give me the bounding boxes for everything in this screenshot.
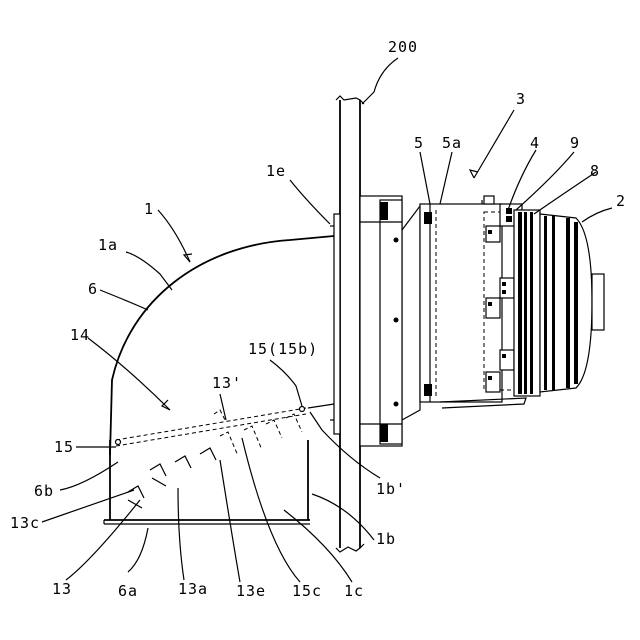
label-part15c: 15c [292,582,322,600]
label-plate: 14 [70,326,90,344]
label-duct-upper: 1a [98,236,118,254]
label-part9: 9 [570,134,580,152]
label-part13c: 13c [10,514,40,532]
label-part1bprime: 1b' [376,480,406,498]
label-chamber: 6 [88,280,98,298]
flange [330,214,340,434]
label-assembly: 3 [516,90,526,108]
label-part5a: 5a [442,134,462,152]
label-part15: 15 [54,438,74,456]
label-part1b: 1b [376,530,396,548]
label-duct: 1 [144,200,154,218]
label-part5: 5 [414,134,424,152]
label-flange: 1e [266,162,286,180]
label-part8: 8 [590,162,600,180]
label-part6b: 6b [34,482,54,500]
fan-housing [360,196,526,446]
label-part1c: 1c [344,582,364,600]
label-motor: 2 [616,192,626,210]
label-part15-15b: 15(15b) [248,340,318,358]
baffle-plate [116,407,307,447]
label-part13a: 13a [178,580,208,598]
label-wall: 200 [388,38,418,56]
label-part6a: 6a [118,582,138,600]
label-part13: 13 [52,580,72,598]
label-part13e: 13e [236,582,266,600]
louver-slots [128,410,302,508]
label-part13prime: 13' [212,374,242,392]
label-part4: 4 [530,134,540,152]
motor [514,210,604,396]
